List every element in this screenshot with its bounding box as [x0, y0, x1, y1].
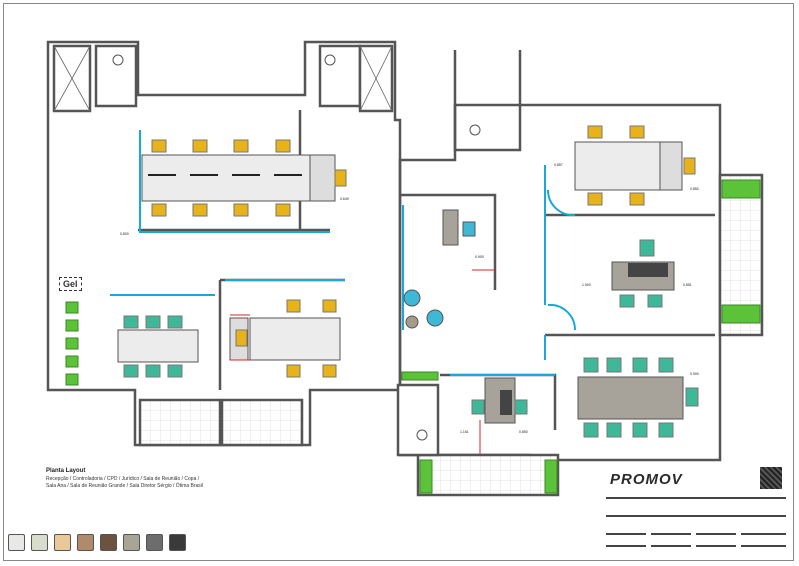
- dimension-label: 0.800: [120, 232, 129, 236]
- divider: [606, 497, 786, 499]
- dimension-label: 0.850: [690, 187, 699, 191]
- divider: [606, 533, 646, 535]
- office-desk-bottom: [471, 377, 528, 424]
- divider: [606, 515, 786, 517]
- color-swatch: [169, 534, 186, 551]
- material-palette: [8, 534, 186, 551]
- plant-column: [65, 179, 761, 494]
- meeting-table-large: [577, 357, 699, 438]
- dimension-label: 0.850: [519, 430, 528, 434]
- divider: [696, 533, 736, 535]
- reception-desk: [403, 209, 476, 329]
- color-swatch: [8, 534, 25, 551]
- workstations-cpd: [229, 299, 341, 378]
- color-swatch: [123, 534, 140, 551]
- divider: [606, 545, 646, 547]
- divider: [651, 545, 691, 547]
- dimension-label: 0.851: [683, 283, 692, 287]
- promov-logo: PROMOV: [610, 471, 683, 488]
- divider: [741, 545, 786, 547]
- title-block: PROMOV: [606, 467, 786, 557]
- plan-subtitle-line2: Sala Ana / Sala de Reunião Grande / Sala…: [46, 483, 204, 489]
- workstations-juridico: [574, 125, 696, 206]
- meeting-table-small: [117, 315, 199, 378]
- divider: [741, 533, 786, 535]
- dimension-label: 0.857: [554, 163, 563, 167]
- director-desk: [611, 239, 675, 308]
- divider: [651, 533, 691, 535]
- workstations-controladoria: [141, 139, 347, 217]
- color-swatch: [100, 534, 117, 551]
- dimension-label: 1.161: [460, 430, 469, 434]
- dimension-label: 0.900: [690, 372, 699, 376]
- dimension-label: 0.900: [475, 255, 484, 259]
- dimension-label: 0.649: [340, 197, 349, 201]
- plan-subtitle: Recepção / Controladoria / CPD / Jurídic…: [46, 476, 296, 490]
- divider: [696, 545, 736, 547]
- plan-subtitle-line1: Recepção / Controladoria / CPD / Jurídic…: [46, 476, 200, 482]
- color-swatch: [31, 534, 48, 551]
- dimension-label: 1.500: [582, 283, 591, 287]
- plan-title: Planta Layout: [46, 468, 86, 474]
- glass-partitions: [110, 130, 577, 376]
- dimension-red: [230, 269, 495, 455]
- gel-label: Gel: [59, 277, 82, 291]
- qr-code-icon: [760, 467, 782, 489]
- toilets: [112, 54, 481, 441]
- color-swatch: [54, 534, 71, 551]
- color-swatch: [77, 534, 94, 551]
- color-swatch: [146, 534, 163, 551]
